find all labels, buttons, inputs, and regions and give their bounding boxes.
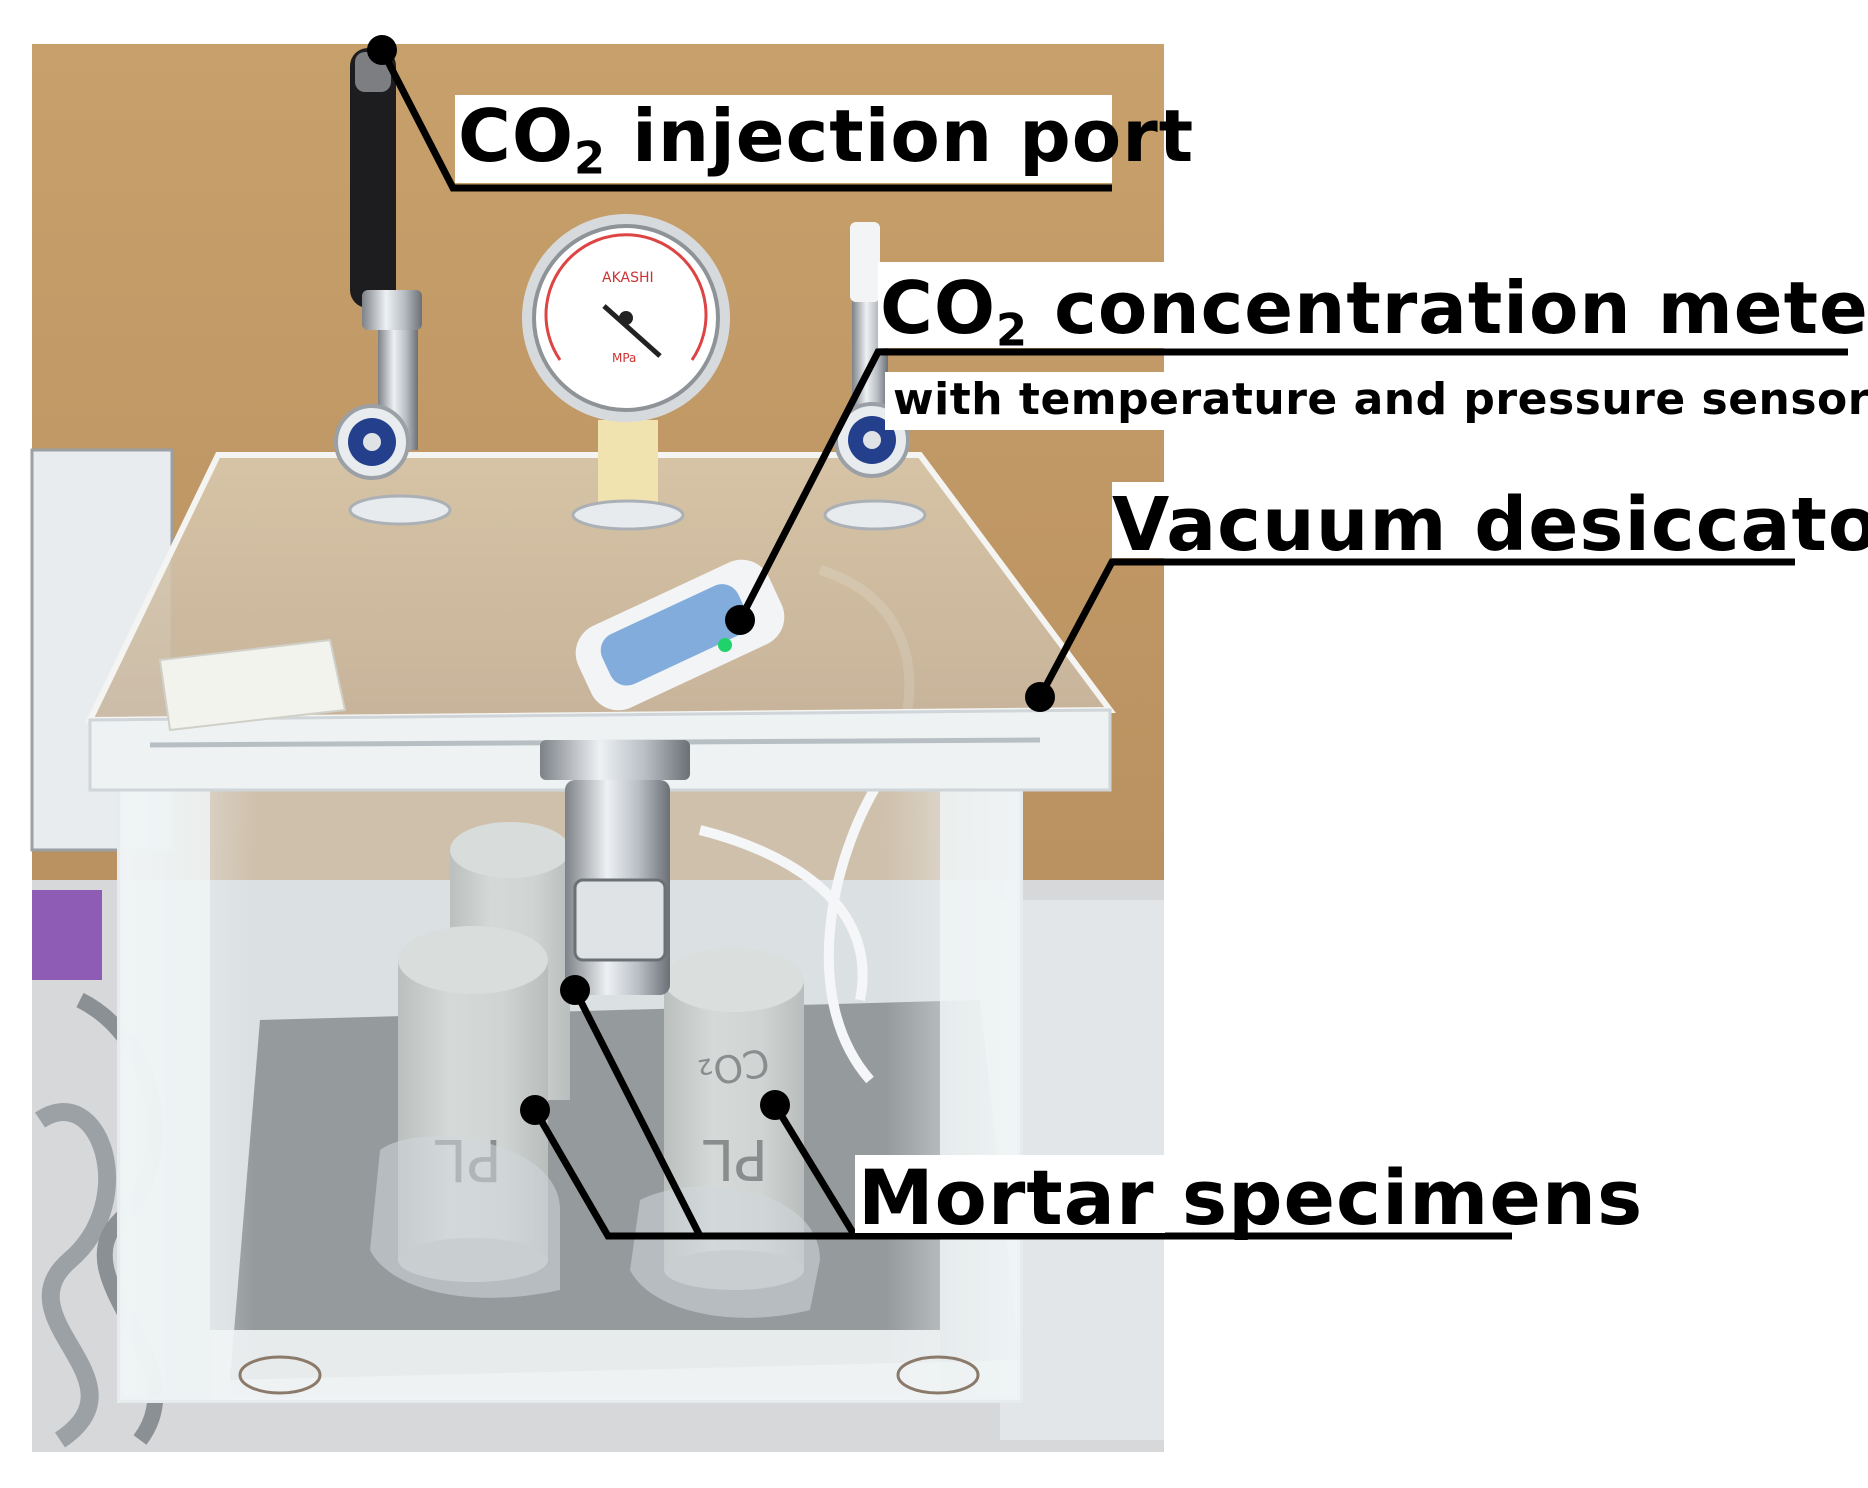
label-meter-sensor-detail: with temperature and pressure sensors <box>893 374 1868 425</box>
acrylic-box-corner-right <box>940 780 1020 1400</box>
photograph: PL PL CO₂ <box>30 44 1164 1452</box>
leader-desiccator <box>1036 558 1795 699</box>
acrylic-box-corner-left <box>120 780 210 1400</box>
gauge-unit: MPa <box>612 351 636 365</box>
dot-desiccator <box>1025 682 1055 712</box>
label-bg-injection-port <box>455 95 1112 183</box>
lid-sticker <box>158 638 347 732</box>
valve-left <box>334 330 452 526</box>
leader-lines <box>378 48 1848 1240</box>
leader-dots <box>367 35 1055 1125</box>
gauge-brand: AKASHI <box>602 270 654 286</box>
label-co2-injection-port: CO2 injection port <box>458 94 1195 185</box>
purple-device <box>32 890 102 980</box>
label-bg-concentration-meter <box>878 262 1168 348</box>
dot-mortar-left <box>520 1095 550 1125</box>
label-co2-concentration-meter: CO2 concentration meter <box>880 266 1868 357</box>
leader-injection-port <box>378 48 1112 192</box>
dot-concentration-meter <box>725 605 755 635</box>
acrylic-box-bottom-rim <box>210 1330 940 1400</box>
label-bg-mortar <box>855 1155 1165 1233</box>
label-vacuum-desiccator: Vacuum desiccator <box>1112 482 1868 568</box>
label-bg-concentration-detail <box>885 372 1175 430</box>
leader-mortar-center <box>571 988 704 1238</box>
dot-mortar-right <box>760 1090 790 1120</box>
foot-right <box>896 1355 980 1395</box>
leader-mortar-left <box>531 1108 1512 1240</box>
cable-coil-left <box>35 1103 117 1448</box>
label-bg-desiccator <box>1112 482 1172 558</box>
label-mortar-specimens: Mortar specimens <box>858 1153 1644 1242</box>
foot-left <box>238 1355 322 1395</box>
leader-mortar-right <box>772 1103 858 1238</box>
pressure-gauge: AKASHI MPa <box>522 214 730 531</box>
leader-concentration-meter <box>736 348 1848 622</box>
dot-injection-port <box>367 35 397 65</box>
co2-meter-device <box>575 559 785 711</box>
sensor-cable-2 <box>698 825 868 1001</box>
front-latch <box>540 740 690 995</box>
dot-mortar-center <box>560 975 590 1005</box>
